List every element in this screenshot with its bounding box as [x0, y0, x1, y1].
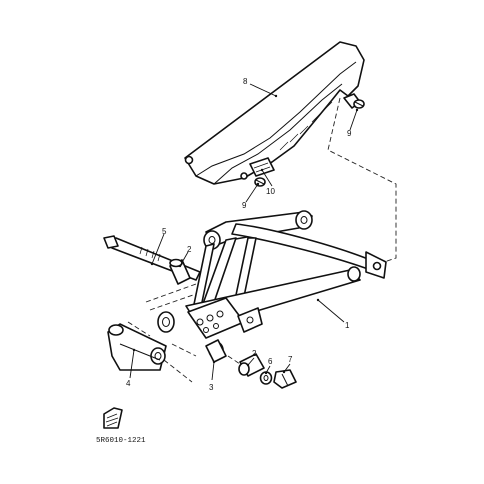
bushing-2-lower	[238, 353, 265, 377]
collar-3	[205, 339, 227, 363]
callout-3: 3	[209, 383, 214, 392]
callout-5: 5	[162, 227, 167, 236]
callout-6: 6	[268, 357, 273, 366]
small-emblem-icon	[103, 407, 123, 429]
leader-lines	[129, 83, 359, 381]
bushing-2-upper	[169, 258, 191, 285]
nut-7	[273, 369, 297, 389]
callout-10: 10	[266, 187, 275, 196]
bolt-9-left	[254, 177, 266, 187]
rear-arm	[157, 210, 387, 359]
diagram-code: 5R6010-1221	[96, 437, 146, 445]
callout-4: 4	[126, 379, 131, 388]
callout-1: 1	[345, 321, 350, 330]
callout-9-left: 9	[242, 201, 247, 210]
callout-numbers: 8 9 9 10 5 2 1 4 3 2 6 7	[126, 77, 352, 392]
callout-2-upper: 2	[187, 245, 192, 254]
callout-8: 8	[243, 77, 248, 86]
bolt-9-right	[353, 99, 365, 109]
callout-7: 7	[288, 355, 293, 364]
chain-case	[184, 41, 365, 185]
engine-bracket	[107, 323, 167, 371]
callout-9-right: 9	[347, 129, 352, 138]
callout-2-lower: 2	[252, 349, 257, 358]
assembly-guides	[127, 97, 397, 383]
